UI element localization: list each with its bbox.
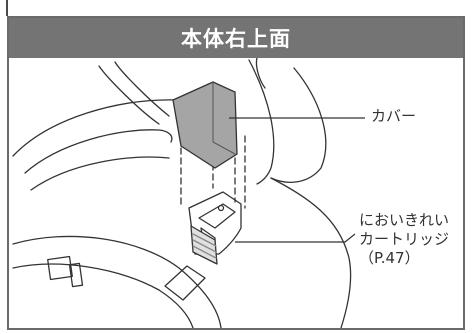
bowl-inner (12, 263, 194, 328)
cover-piece (172, 81, 238, 169)
panel-header: 本体右上面 (9, 18, 463, 58)
illustration-stage: カバー においきれい カートリッジ （P.47） (9, 58, 463, 328)
bowl-outer (12, 235, 222, 328)
body-inner-curve (24, 129, 173, 174)
cover-label: カバー (371, 107, 416, 126)
cover-edge (212, 82, 236, 155)
slot-frame (188, 191, 242, 255)
cartridge-leader-line (235, 233, 356, 243)
panel-title: 本体右上面 (181, 27, 291, 51)
bottom-slot-2 (68, 262, 84, 288)
cartridge-label-line2: カートリッジ (359, 230, 450, 248)
cartridge-stripes (192, 233, 217, 259)
body-right (270, 177, 352, 328)
cartridge-label-line1: においきれい (359, 211, 450, 229)
slot-inner (198, 203, 236, 229)
appliance-illustration (12, 58, 365, 328)
handle-right (114, 61, 170, 117)
top-tick-mark (6, 0, 8, 16)
slot-screw (217, 204, 225, 212)
handle-left (98, 65, 160, 125)
bottom-panel (164, 265, 206, 301)
illustration-panel: 本体右上面 (7, 16, 465, 330)
cartridge-label-line3: （P.47） (359, 249, 420, 267)
cartridge-label: においきれい カートリッジ （P.47） (359, 211, 449, 268)
dome-right-3 (255, 58, 266, 89)
dome-right (248, 59, 275, 185)
bottom-slot-1 (47, 255, 73, 281)
cover-label-text: カバー (371, 107, 417, 125)
dome-right-2 (270, 67, 327, 183)
body-inner-curve-2 (30, 156, 170, 191)
